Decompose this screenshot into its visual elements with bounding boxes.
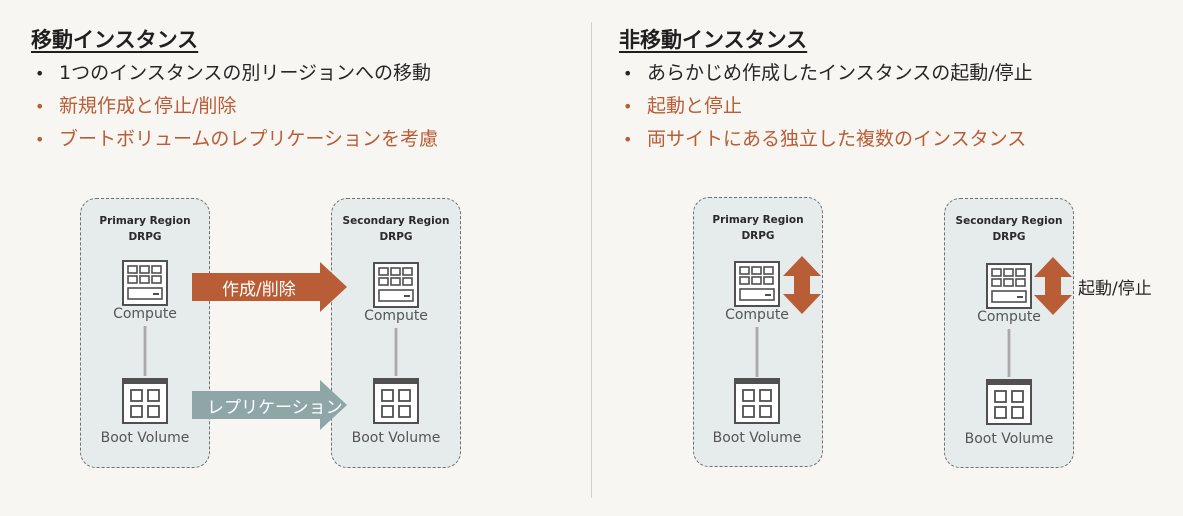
compute-label: Compute: [977, 309, 1041, 325]
create-delete-arrow: [192, 262, 347, 312]
region-subtitle: DRPG: [992, 231, 1026, 243]
compute-icon: [122, 260, 168, 306]
compute-label: Compute: [113, 306, 177, 322]
start-stop-arrow: [1034, 257, 1072, 315]
right-heading: 非移動インスタンス: [619, 28, 808, 52]
compute-label: Compute: [725, 307, 789, 323]
replication-label: レプリケーション: [207, 398, 343, 418]
region-subtitle: DRPG: [128, 231, 162, 243]
list-item: •両サイトにある独立した複数のインスタンス: [623, 128, 1027, 150]
connector-line: [143, 326, 147, 376]
region-subtitle: DRPG: [379, 231, 413, 243]
connector-line: [394, 328, 398, 376]
start-stop-arrow: [783, 256, 821, 314]
list-item: •ブートボリュームのレプリケーションを考慮: [35, 128, 439, 150]
boot-volume-icon: [373, 378, 419, 424]
boot-volume-label: Boot Volume: [100, 430, 190, 446]
compute-icon: [373, 262, 419, 308]
section-divider: [591, 22, 592, 498]
region-title: Primary Region: [99, 215, 191, 227]
boot-volume-label: Boot Volume: [964, 431, 1054, 447]
list-item: •新規作成と停止/削除: [35, 95, 237, 117]
boot-volume-label: Boot Volume: [351, 430, 441, 446]
right-bullet-list: •あらかじめ作成したインスタンスの起動/停止 •起動と停止 •両サイトにある独立…: [619, 57, 1033, 156]
boot-volume-label: Boot Volume: [712, 430, 802, 446]
region-title: Primary Region: [712, 214, 804, 226]
region-subtitle: DRPG: [741, 230, 775, 242]
boot-volume-icon: [986, 379, 1032, 425]
compute-label: Compute: [364, 308, 428, 324]
left-bullet-list: •1つのインスタンスの別リージョンへの移動 •新規作成と停止/削除 •ブートボリ…: [31, 57, 438, 156]
connector-line: [1007, 329, 1011, 377]
boot-volume-icon: [734, 378, 780, 424]
region-title: Secondary Region: [955, 215, 1063, 227]
list-item: •あらかじめ作成したインスタンスの起動/停止: [623, 62, 1033, 84]
list-item: •起動と停止: [623, 95, 743, 117]
create-delete-label: 作成/削除: [222, 280, 296, 300]
compute-icon: [734, 261, 780, 307]
start-stop-label: 起動/停止: [1078, 279, 1152, 299]
boot-volume-icon: [122, 378, 168, 424]
list-item: •1つのインスタンスの別リージョンへの移動: [35, 62, 431, 84]
left-heading: 移動インスタンス: [31, 28, 199, 52]
replication-arrow: [192, 380, 347, 430]
connector-line: [755, 327, 759, 377]
compute-icon: [986, 263, 1032, 309]
region-title: Secondary Region: [342, 215, 450, 227]
